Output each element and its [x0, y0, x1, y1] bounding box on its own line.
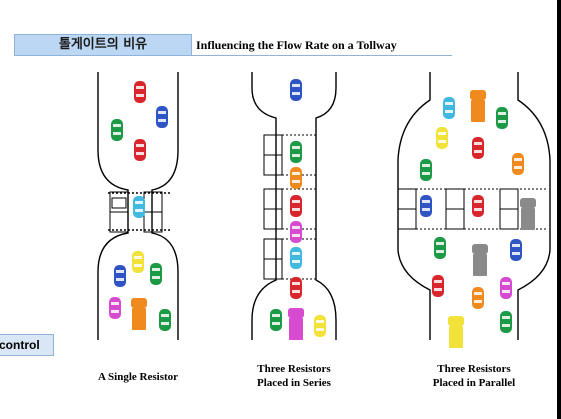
side-label-control: control	[0, 334, 54, 356]
caption-line-2: Placed in Series	[257, 377, 331, 389]
header-underline	[192, 55, 452, 56]
right-border	[557, 0, 561, 419]
car-icon	[159, 309, 171, 331]
caption-line-1: Three Resistors	[257, 363, 331, 375]
car-icon	[432, 275, 444, 297]
car-icon	[420, 159, 432, 181]
car-icon	[134, 139, 146, 161]
car-icon	[472, 137, 484, 159]
car-icon	[290, 221, 302, 243]
diagram-series	[251, 72, 337, 340]
truck-icon	[520, 198, 536, 230]
car-icon	[314, 315, 326, 337]
page-title: Influencing the Flow Rate on a Tollway	[196, 38, 397, 52]
car-icon	[510, 239, 522, 261]
caption-line-2: Placed in Parallel	[432, 377, 516, 389]
car-icon	[420, 195, 432, 217]
car-icon	[500, 277, 512, 299]
caption-line-1: A Single Resistor	[97, 371, 179, 383]
car-icon	[496, 107, 508, 129]
caption-single-resistor: A Single Resistor	[88, 370, 188, 384]
car-icon	[500, 311, 512, 333]
truck-icon	[472, 244, 488, 276]
car-icon	[472, 287, 484, 309]
korean-label: 톨게이트의 비유	[14, 34, 192, 56]
car-icon	[290, 141, 302, 163]
car-icon	[290, 79, 302, 101]
car-icon	[443, 97, 455, 119]
car-icon	[434, 237, 446, 259]
caption-line-1: Three Resistors	[437, 363, 511, 375]
caption-parallel: Three Resistors Placed in Parallel	[422, 362, 526, 390]
car-icon	[290, 167, 302, 189]
truck-icon	[470, 90, 486, 122]
car-icon	[270, 309, 282, 331]
car-icon	[114, 265, 126, 287]
car-icon	[150, 263, 162, 285]
car-icon	[290, 195, 302, 217]
car-icon	[111, 119, 123, 141]
truck-icon	[288, 308, 304, 340]
toll-booths-parallel	[397, 188, 548, 230]
car-icon	[290, 277, 302, 299]
car-icon	[436, 127, 448, 149]
caption-series: Three Resistors Placed in Series	[244, 362, 344, 390]
car-icon	[133, 196, 145, 218]
truck-icon	[131, 298, 147, 330]
car-icon	[132, 251, 144, 273]
car-icon	[109, 297, 121, 319]
diagram-parallel	[397, 72, 551, 340]
car-icon	[512, 153, 524, 175]
car-icon	[290, 247, 302, 269]
truck-icon	[448, 316, 464, 348]
car-icon	[134, 81, 146, 103]
car-icon	[156, 106, 168, 128]
car-icon	[472, 195, 484, 217]
